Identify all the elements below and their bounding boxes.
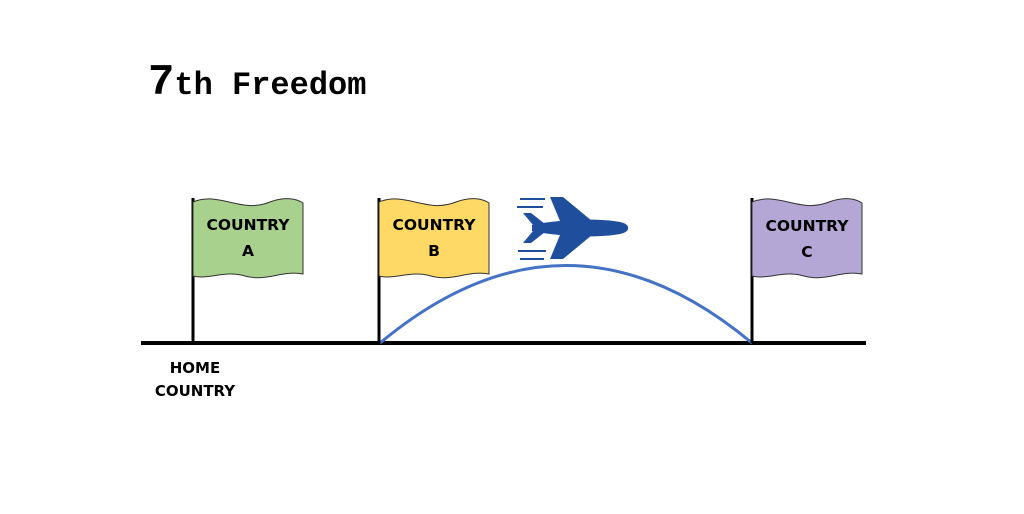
- flag-label-a-line2: A: [242, 242, 254, 260]
- airplane-fuselage: [532, 219, 629, 237]
- flag-label-b-line2: B: [428, 242, 440, 260]
- flag-country-b: COUNTRY B: [377, 198, 490, 343]
- airplane-wing-lower: [550, 235, 592, 259]
- flag-label-c-line1: COUNTRY: [766, 217, 850, 235]
- airplane-wing-upper: [550, 197, 592, 221]
- flag-banner-b: [378, 198, 490, 279]
- airplane-icon: [517, 197, 629, 260]
- flag-banner-a: [192, 198, 304, 279]
- home-country-label-line2: COUNTRY: [155, 382, 236, 400]
- airplane-tail-lower: [523, 231, 545, 243]
- flag-banner-c: [751, 198, 863, 279]
- home-country-label-line1: HOME: [170, 359, 220, 377]
- title-rest: th Freedom: [174, 67, 366, 104]
- flag-label-a-line1: COUNTRY: [207, 216, 291, 234]
- airplane-tail-upper: [523, 213, 545, 225]
- title-number: 7: [148, 58, 174, 108]
- flag-country-c: COUNTRY C: [750, 198, 863, 343]
- diagram-title: 7th Freedom: [148, 58, 366, 108]
- flag-label-b-line1: COUNTRY: [393, 216, 477, 234]
- route-arc: [379, 264, 753, 345]
- flag-country-a: COUNTRY A: [191, 198, 304, 343]
- flag-label-c-line2: C: [801, 243, 812, 261]
